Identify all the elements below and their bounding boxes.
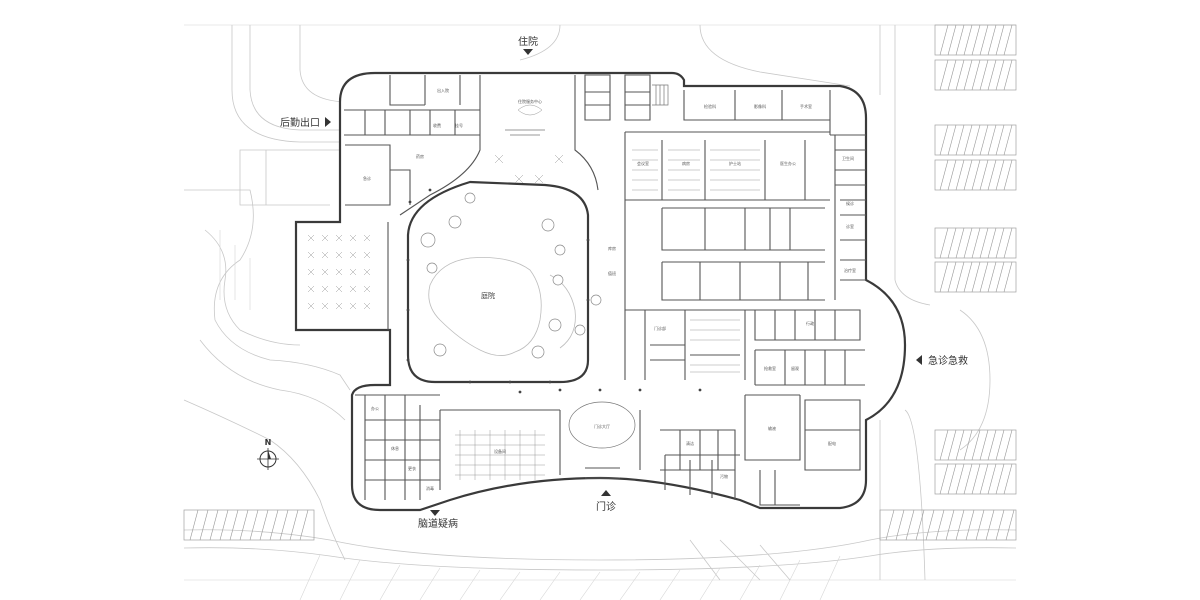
room-label: 更衣 bbox=[408, 465, 416, 471]
room-label: 出入院 bbox=[437, 87, 449, 93]
entrance-emergency-label: 急诊急救 bbox=[928, 354, 968, 367]
room-label: 门诊部 bbox=[654, 325, 666, 331]
interior-walls bbox=[344, 74, 866, 506]
courtyard-label: 庭院 bbox=[481, 291, 495, 300]
room-label: 护士站 bbox=[729, 160, 741, 166]
room-label: 抢救室 bbox=[764, 365, 776, 371]
parking-row-3 bbox=[934, 124, 1017, 156]
room-label: 行政 bbox=[806, 320, 814, 326]
room-label: 清洁 bbox=[686, 440, 694, 446]
room-label: 配电 bbox=[828, 440, 836, 446]
parking-bottom-right bbox=[879, 509, 1017, 541]
entrance-outpatient-b: 脑道疑病 bbox=[418, 510, 458, 530]
column-markers bbox=[406, 188, 702, 394]
parking-bottom-left bbox=[183, 509, 315, 541]
north-arrow: N bbox=[257, 438, 279, 470]
room-label: 设备间 bbox=[494, 448, 506, 454]
room-label: 手术室 bbox=[800, 103, 812, 109]
room-label: 收费 bbox=[433, 122, 441, 128]
room-label: 卫生间 bbox=[842, 155, 854, 161]
room-label: 消毒 bbox=[426, 485, 434, 491]
furniture bbox=[307, 149, 760, 480]
room-label: 治疗室 bbox=[844, 267, 856, 273]
room-label: 库房 bbox=[608, 245, 616, 251]
room-label: 挂号 bbox=[455, 122, 463, 128]
entrance-logistics-arrow bbox=[325, 117, 331, 127]
parking-row-4 bbox=[934, 159, 1017, 191]
room-label: 值班 bbox=[608, 270, 616, 276]
room-label: 急诊 bbox=[363, 175, 371, 181]
room-label: 会议室 bbox=[637, 160, 649, 166]
entrance-emergency: 急诊急救 bbox=[916, 354, 968, 367]
entrance-emergency-arrow bbox=[916, 355, 922, 365]
parking-row-8 bbox=[934, 463, 1017, 495]
entrance-inpatient: 住院 bbox=[518, 35, 538, 55]
entrance-logistics-label: 后勤出口 bbox=[280, 116, 320, 129]
room-label: 药房 bbox=[416, 153, 424, 159]
parking-row-7 bbox=[934, 429, 1017, 461]
room-label: 检验科 bbox=[704, 103, 716, 109]
parking-row-1 bbox=[934, 24, 1017, 56]
room-label: 影像科 bbox=[754, 103, 766, 109]
entrance-outpatient-label: 门诊 bbox=[596, 500, 616, 513]
room-labels: 住院服务中心 出入院 急诊 收费 挂号 药房 检验科 影像科 手术室 病房 护士… bbox=[363, 87, 856, 491]
parking-row-5 bbox=[934, 227, 1017, 259]
parking-lots bbox=[183, 24, 1017, 541]
room-label: 住院服务中心 bbox=[518, 98, 542, 104]
parking-row-2 bbox=[934, 59, 1017, 91]
room-label: 诊室 bbox=[846, 223, 854, 229]
room-label: 医生办公 bbox=[780, 160, 796, 166]
room-label: 候诊 bbox=[846, 200, 854, 206]
courtyard-landscape bbox=[420, 192, 602, 359]
entrance-outpatient-b-label: 脑道疑病 bbox=[418, 517, 458, 530]
room-label: 留观 bbox=[791, 365, 799, 371]
room-label: 病房 bbox=[682, 160, 690, 166]
entrance-outpatient: 门诊 bbox=[596, 490, 616, 513]
site-context bbox=[183, 24, 1017, 600]
room-label: 输液 bbox=[768, 425, 776, 431]
building-outline bbox=[294, 71, 907, 512]
north-label: N bbox=[265, 438, 272, 447]
entrance-outpatient-b-arrow bbox=[430, 510, 440, 516]
entrance-outpatient-arrow bbox=[601, 490, 611, 496]
entrance-inpatient-label: 住院 bbox=[518, 35, 538, 48]
room-label: 污物 bbox=[720, 473, 728, 479]
room-label: 休息 bbox=[391, 445, 399, 451]
lobby-label: 门诊大厅 bbox=[594, 423, 610, 429]
room-label: 办公 bbox=[371, 405, 379, 411]
parking-row-6 bbox=[934, 261, 1017, 293]
entrance-logistics: 后勤出口 bbox=[280, 116, 331, 129]
entrance-inpatient-arrow bbox=[523, 49, 533, 55]
